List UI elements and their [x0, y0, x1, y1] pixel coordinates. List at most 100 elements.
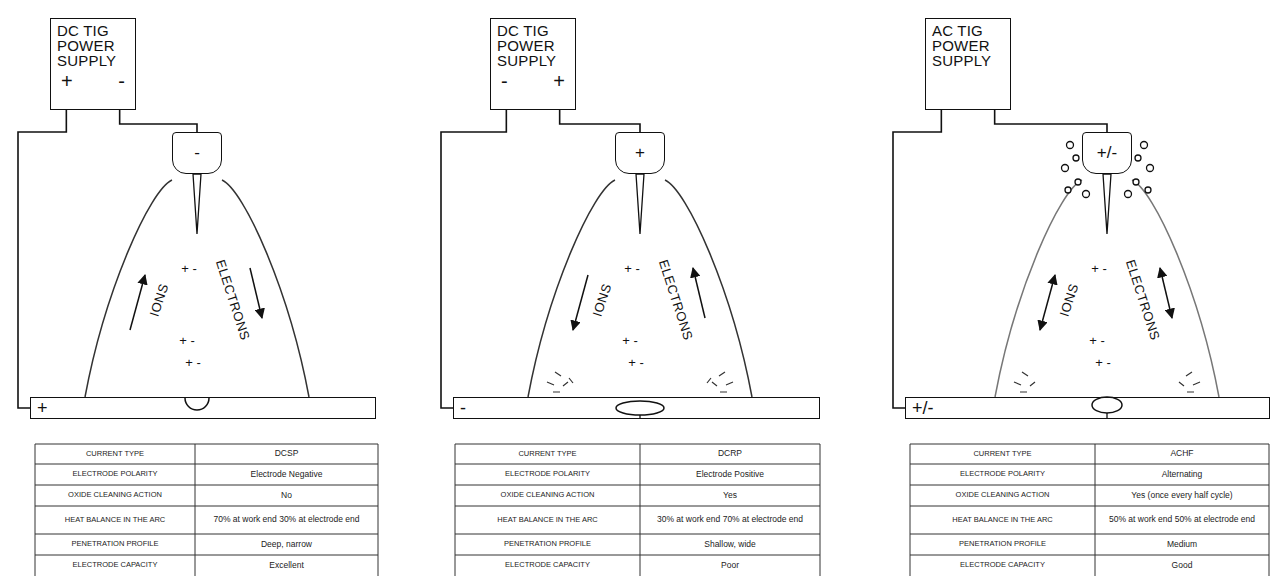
polarity-sign: +	[37, 398, 48, 418]
table-header-cell: ELECTRODE CAPACITY	[910, 555, 1095, 576]
supply-label: DC TIG POWER SUPPLY	[497, 23, 569, 68]
ion-arrow	[130, 275, 145, 330]
arc-panel	[528, 174, 752, 419]
table-value-cell: Shallow, wide	[640, 534, 820, 555]
table-value-cell: Poor	[640, 555, 820, 576]
supply-label: AC TIG POWER SUPPLY	[932, 23, 1004, 68]
workpiece-plate: +/-	[905, 397, 1270, 419]
table-value-cell: ACHF	[1095, 444, 1269, 464]
oxide-particles	[1014, 372, 1200, 392]
table-grid	[910, 444, 1269, 576]
table-header-cell: PENETRATION PROFILE	[455, 534, 640, 555]
table-header-cell: ELECTRODE POLARITY	[910, 464, 1095, 485]
charge-signs: + -	[1095, 355, 1111, 370]
power-supply-box: DC TIG POWER SUPPLY-+	[490, 18, 576, 110]
power-cable	[120, 110, 197, 132]
tungsten-electrode	[1103, 174, 1111, 234]
table-header-cell: ELECTRODE POLARITY	[35, 464, 195, 485]
weld-bead	[616, 401, 664, 415]
terminal-polarity: -	[118, 70, 125, 92]
table-value-cell: Good	[1095, 555, 1269, 576]
ion-label: IONS	[1057, 282, 1082, 319]
table-value-cell: 30% at work end 70% at electrode end	[640, 506, 820, 534]
electron-arrow	[693, 268, 705, 318]
oxide-particles	[547, 372, 733, 392]
ion-label: IONS	[590, 282, 615, 319]
table-value-cell: Electrode Negative	[195, 464, 378, 485]
charge-signs: + -	[624, 261, 640, 276]
charge-signs: + -	[622, 333, 638, 348]
power-cable	[995, 110, 1107, 132]
weld-bead	[185, 398, 209, 410]
power-cable	[441, 110, 506, 408]
terminal-row: +-	[57, 68, 129, 92]
electron-label: ELECTRONS	[213, 258, 253, 342]
table-header-cell: OXIDE CLEANING ACTION	[910, 485, 1095, 506]
table-header-cell: OXIDE CLEANING ACTION	[455, 485, 640, 506]
electron-arrow	[250, 268, 262, 318]
power-cable	[893, 110, 941, 408]
table-grid	[455, 444, 820, 576]
charge-signs: + -	[185, 355, 201, 370]
electron-label: ELECTRONS	[656, 258, 696, 342]
charge-signs: + -	[179, 333, 195, 348]
charge-signs: + -	[1091, 261, 1107, 276]
supply-label: DC TIG POWER SUPPLY	[57, 23, 129, 68]
polarity-sign: +/-	[912, 398, 934, 418]
ion-label: IONS	[147, 282, 172, 319]
tungsten-electrode	[193, 174, 201, 234]
table-value-cell: 70% at work end 30% at electrode end	[195, 506, 378, 534]
terminal-polarity: +	[61, 70, 73, 92]
polarity-sign: -	[460, 398, 466, 418]
table-value-cell: Excellent	[195, 555, 378, 576]
arc-panel	[995, 142, 1219, 420]
table-header-cell: CURRENT TYPE	[455, 444, 640, 464]
workpiece-plate: +	[30, 397, 376, 419]
table-header-cell: ELECTRODE CAPACITY	[455, 555, 640, 576]
power-cable	[18, 110, 66, 408]
table-header-cell: ELECTRODE POLARITY	[455, 464, 640, 485]
charge-signs: + -	[181, 261, 197, 276]
tig-torch: +	[615, 132, 665, 174]
power-supply-box: AC TIG POWER SUPPLY	[925, 18, 1011, 110]
table-grid	[35, 444, 378, 576]
table-header-cell: HEAT BALANCE IN THE ARC	[910, 506, 1095, 534]
ion-arrow	[573, 275, 588, 330]
power-cable	[560, 110, 640, 132]
table-value-cell: Deep, narrow	[195, 534, 378, 555]
arc-panel	[85, 174, 309, 410]
polarity-sign: -	[194, 143, 200, 163]
polarity-sign: +/-	[1097, 143, 1117, 163]
weld-bead	[1092, 397, 1122, 413]
table-header-cell: OXIDE CLEANING ACTION	[35, 485, 195, 506]
table-header-cell: CURRENT TYPE	[35, 444, 195, 464]
table-value-cell: DCRP	[640, 444, 820, 464]
table-header-cell: ELECTRODE CAPACITY	[35, 555, 195, 576]
power-supply-box: DC TIG POWER SUPPLY+-	[50, 18, 136, 110]
electron-arrow	[1160, 268, 1172, 318]
table-value-cell: DCSP	[195, 444, 378, 464]
terminal-polarity: -	[501, 70, 508, 92]
table-header-cell: PENETRATION PROFILE	[910, 534, 1095, 555]
table-header-cell: HEAT BALANCE IN THE ARC	[455, 506, 640, 534]
table-header-cell: PENETRATION PROFILE	[35, 534, 195, 555]
polarity-sign: +	[635, 143, 645, 163]
table-value-cell: Medium	[1095, 534, 1269, 555]
charge-signs: + -	[628, 355, 644, 370]
table-header-cell: HEAT BALANCE IN THE ARC	[35, 506, 195, 534]
ion-arrow	[1040, 275, 1055, 330]
table-header-cell: CURRENT TYPE	[910, 444, 1095, 464]
charge-signs: + -	[1089, 333, 1105, 348]
table-value-cell: Yes	[640, 485, 820, 506]
table-value-cell: Yes (once every half cycle)	[1095, 485, 1269, 506]
table-value-cell: 50% at work end 50% at electrode end	[1095, 506, 1269, 534]
tig-torch: -	[172, 132, 222, 174]
tungsten-electrode	[636, 174, 644, 234]
table-value-cell: Alternating	[1095, 464, 1269, 485]
electron-label: ELECTRONS	[1123, 258, 1163, 342]
tig-torch: +/-	[1082, 132, 1132, 174]
terminal-polarity: +	[553, 70, 565, 92]
table-value-cell: Electrode Positive	[640, 464, 820, 485]
terminal-row: -+	[497, 68, 569, 92]
workpiece-plate: -	[453, 397, 820, 419]
